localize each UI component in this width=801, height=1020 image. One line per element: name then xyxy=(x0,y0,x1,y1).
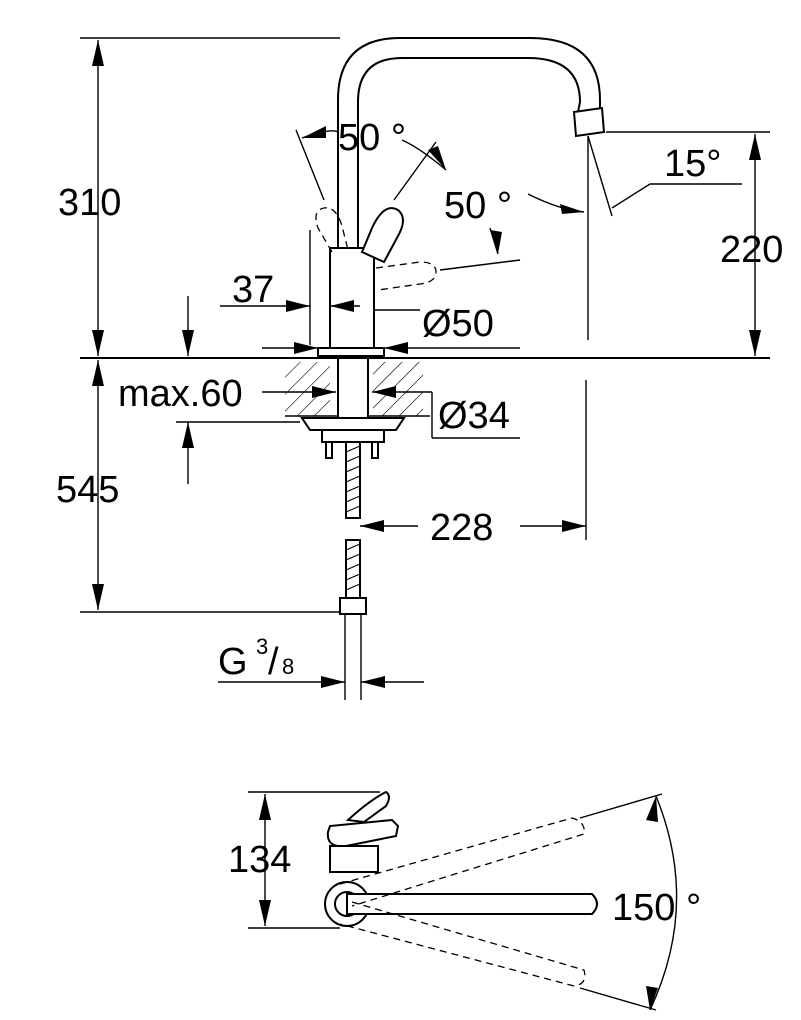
base-rosette xyxy=(317,347,385,357)
hose-braid-upper xyxy=(345,445,361,513)
dimension-150-degree xyxy=(579,793,678,1011)
dimension-220 xyxy=(606,131,770,356)
aerator xyxy=(572,106,606,138)
dimension-label-220: 220 xyxy=(720,229,783,271)
handle-down-position xyxy=(375,261,437,291)
dimension-label-hole-diameter: Ø34 xyxy=(438,395,510,437)
body-top xyxy=(329,845,379,873)
handle-neutral xyxy=(360,207,404,264)
spout-top-center xyxy=(346,893,598,915)
dimension-label-228: 228 xyxy=(430,507,493,549)
dimension-37 xyxy=(220,230,360,345)
dimension-body-diameter xyxy=(262,309,520,354)
dimension-label-545: 545 xyxy=(56,469,119,511)
fixing-plate xyxy=(300,417,406,431)
fixing-nut xyxy=(321,429,385,443)
dimension-label-15-degree: 15° xyxy=(664,143,721,185)
dimension-228 xyxy=(360,380,587,540)
dimension-label-310: 310 xyxy=(58,182,121,224)
handle-left-position xyxy=(315,207,349,253)
handle-lever-top xyxy=(326,818,400,848)
dimension-label-150-degree: 150 ° xyxy=(612,887,701,929)
thread-label-numerator: 3 xyxy=(256,634,268,659)
dimension-50-degree-upper xyxy=(295,126,447,201)
dimension-label-50-degree-upper: 50 ° xyxy=(338,117,406,159)
spout-top-lower-position xyxy=(339,901,586,987)
dimension-max-deck-thickness xyxy=(176,296,336,484)
dimension-label-134: 134 xyxy=(228,839,291,881)
side-view: 310 545 220 15° xyxy=(56,37,783,700)
dimension-545 xyxy=(92,360,104,610)
dimension-50-degree-lower xyxy=(439,193,585,271)
top-view: 134 150 ° xyxy=(228,790,701,1011)
thread-label-slash: / xyxy=(268,641,279,683)
stud-right xyxy=(371,441,379,459)
spout-top-upper-position xyxy=(339,817,585,907)
shank xyxy=(337,357,369,419)
handle-grip-top xyxy=(345,790,390,824)
dimension-label-50-degree-lower: 50 ° xyxy=(444,185,512,227)
hose-connector xyxy=(339,597,367,615)
thread-label-prefix: G xyxy=(218,641,248,683)
spout-inner xyxy=(357,57,582,250)
thread-label-denominator: 8 xyxy=(282,654,294,679)
dimension-label-37: 37 xyxy=(232,269,274,311)
dimension-hole-diameter xyxy=(372,386,520,439)
dimension-310 xyxy=(92,40,104,356)
hose-braid-lower xyxy=(345,543,361,591)
dimension-15-degree xyxy=(587,135,742,340)
dimension-134 xyxy=(248,791,380,929)
spout-outer xyxy=(337,37,601,250)
dimension-label-max-deck-thickness: max.60 xyxy=(118,373,243,415)
dimension-label-body-diameter: Ø50 xyxy=(422,303,494,345)
stud-left xyxy=(325,441,333,459)
tap-body xyxy=(329,247,375,353)
dimension-thread xyxy=(218,676,424,688)
